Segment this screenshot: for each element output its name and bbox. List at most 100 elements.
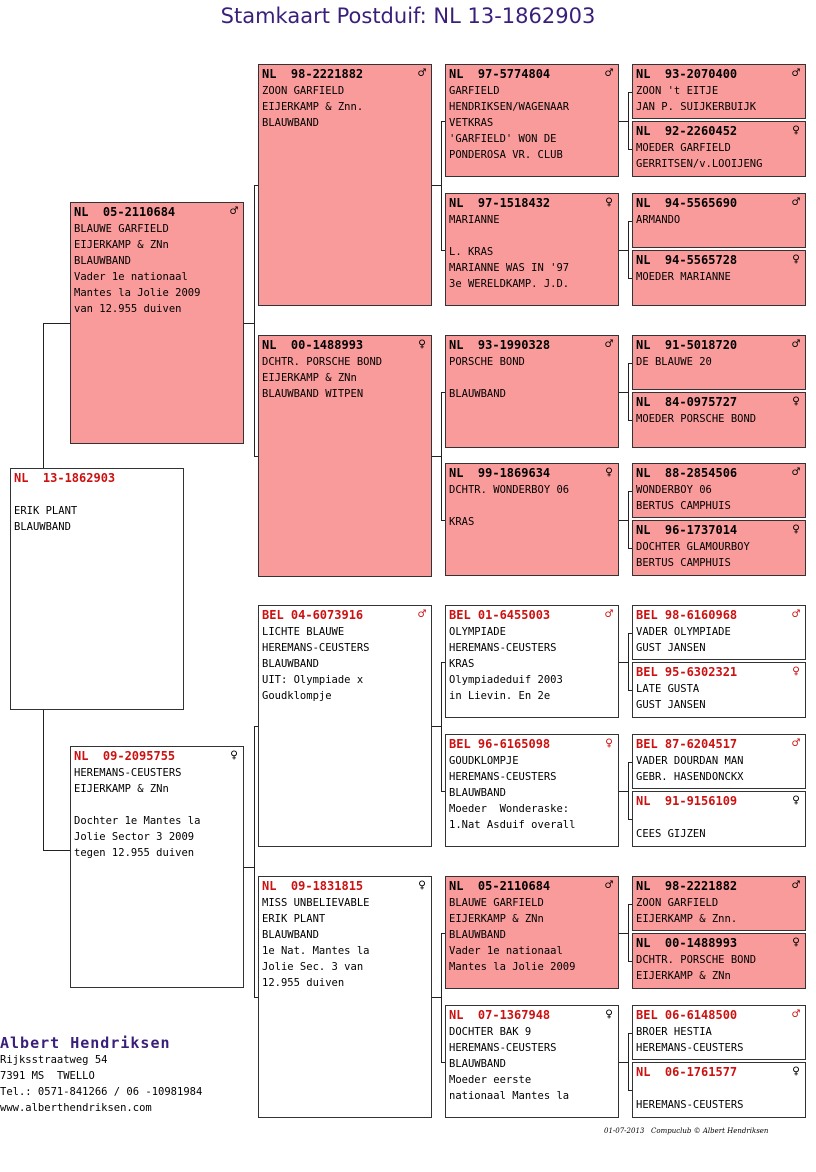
- ring-number: NL 91-9156109♀: [633, 792, 805, 810]
- connector-line: [628, 362, 632, 364]
- pigeon-info-line: 1e Nat. Mantes la: [262, 945, 370, 957]
- connector-line: [628, 278, 632, 279]
- female-symbol-icon: ♀: [792, 935, 800, 950]
- ring-number: BEL 06-6148500♂: [633, 1006, 805, 1024]
- connector-line: [432, 456, 441, 457]
- connector-line: [619, 790, 628, 792]
- pigeon-info-line: BLAUWBAND: [449, 787, 506, 799]
- owner-website[interactable]: www.alberthendriksen.com: [0, 1102, 152, 1114]
- ring-number: NL 00-1488993♀: [259, 336, 431, 354]
- owner-block: Albert Hendriksen Rijksstraatweg 54 7391…: [0, 1034, 202, 1116]
- ring-number: NL 98-2221882♂: [633, 877, 805, 895]
- connector-line: [628, 220, 629, 278]
- connector-line: [441, 120, 445, 122]
- pigeon-info-line: BLAUWBAND: [262, 658, 319, 670]
- owner-city: 7391 MS TWELLO: [0, 1070, 95, 1082]
- female-symbol-icon: ♀: [792, 394, 800, 409]
- ring-number: NL 00-1488993♀: [633, 934, 805, 952]
- pigeon-info-line: VETKRAS: [449, 117, 494, 129]
- ring-number-text: NL 93-2070400: [636, 67, 738, 81]
- male-symbol-icon: ♂: [605, 607, 613, 622]
- footer-credit: 01-07-2013 Compuclub © Albert Hendriksen: [604, 1127, 769, 1135]
- pigeon-info-line: van 12.955 duiven: [74, 303, 182, 315]
- pigeon-info-line: [71, 797, 243, 813]
- pigeon-info-line: LATE GUSTA: [636, 683, 700, 695]
- connector-line: [254, 185, 258, 186]
- pigeon-info-line: Moeder eerste: [449, 1074, 532, 1086]
- pigeon-card-fmf[interactable]: NL 93-1990328♂PORSCHE BOND BLAUWBAND: [445, 335, 619, 448]
- pigeon-info-line: VADER OLYMPIADE: [636, 626, 731, 638]
- pigeon-card-g6[interactable]: NL 84-0975727♀MOEDER PORSCHE BOND: [632, 392, 806, 448]
- pigeon-info-line: ZOON GARFIELD: [636, 897, 719, 909]
- connector-line: [244, 867, 254, 868]
- ring-number: NL 09-1831815♀: [259, 877, 431, 895]
- ring-number: NL 07-1367948♀: [446, 1006, 618, 1024]
- pigeon-info-line: Dochter 1e Mantes la: [74, 815, 201, 827]
- ring-number-text: NL 97-5774804: [449, 67, 551, 81]
- ring-number: NL 97-1518432♀: [446, 194, 618, 212]
- pigeon-card-g16[interactable]: NL 06-1761577♀ HEREMANS-CEUSTERS: [632, 1062, 806, 1118]
- pigeon-card-g12[interactable]: NL 91-9156109♀ CEES GIJZEN: [632, 791, 806, 847]
- ring-number-text: NL 09-2095755: [74, 749, 176, 763]
- connector-line: [619, 661, 628, 663]
- ring-number-text: NL 98-2221882: [262, 67, 364, 81]
- connector-line: [628, 420, 632, 421]
- pigeon-info-line: KRAS: [449, 658, 475, 670]
- pigeon-info-line: Moeder Wonderaske:: [449, 803, 570, 815]
- pigeon-card-g4[interactable]: NL 94-5565728♀MOEDER MARIANNE: [632, 250, 806, 306]
- pigeon-info-line: MARIANNE: [449, 214, 500, 226]
- male-symbol-icon: ♂: [230, 204, 238, 219]
- ring-number-text: NL 09-1831815: [262, 879, 364, 893]
- ring-number-text: NL 96-1737014: [636, 523, 738, 537]
- pigeon-info-line: [446, 370, 618, 386]
- pigeon-info-line: BLAUWBAND: [14, 521, 71, 533]
- male-symbol-icon: ♂: [792, 878, 800, 893]
- pigeon-info-line: ERIK PLANT: [14, 505, 78, 517]
- pigeon-card-g5[interactable]: NL 91-5018720♂DE BLAUWE 20: [632, 335, 806, 390]
- connector-line: [628, 91, 629, 149]
- pigeon-info-line: BROER HESTIA: [636, 1026, 712, 1038]
- female-symbol-icon: ♀: [605, 1007, 613, 1022]
- pigeon-info-line: EIJERKAMP & ZNn: [636, 970, 731, 982]
- connector-line: [254, 726, 255, 997]
- pigeon-info-line: ERIK PLANT: [262, 913, 326, 925]
- ring-number: NL 84-0975727 ♀: [633, 393, 805, 411]
- ring-number-text: BEL 06-6148500: [636, 1008, 738, 1022]
- ring-number: NL 05-2110684♂: [446, 877, 618, 895]
- page-title: Stamkaart Postduif: NL 13-1862903: [220, 4, 596, 28]
- pigeon-info-line: GUST JANSEN: [636, 642, 706, 654]
- connector-line: [441, 661, 442, 791]
- connector-line: [254, 997, 258, 998]
- male-symbol-icon: ♂: [418, 607, 426, 622]
- pigeon-card-g3[interactable]: NL 94-5565690♂ARMANDO: [632, 193, 806, 248]
- pigeon-card-fmm[interactable]: NL 99-1869634♀DCHTR. WONDERBOY 06 KRAS: [445, 463, 619, 576]
- ring-number: NL 88-2854506♂: [633, 464, 805, 482]
- ring-number-text: NL 84-0975727: [636, 395, 738, 409]
- ring-number-text: NL 92-2260452: [636, 124, 738, 138]
- ring-number: NL 91-5018720♂: [633, 336, 805, 354]
- female-symbol-icon: ♀: [792, 664, 800, 679]
